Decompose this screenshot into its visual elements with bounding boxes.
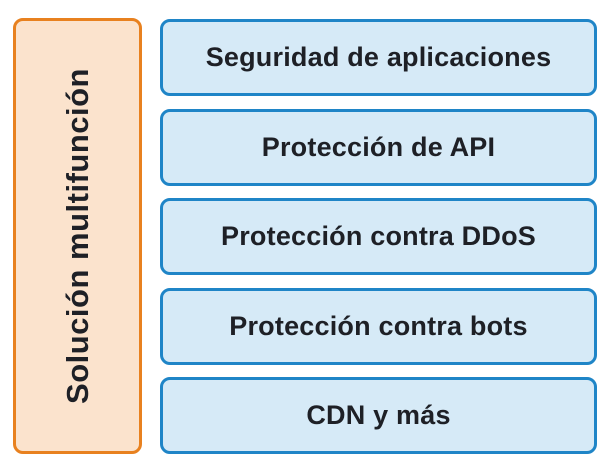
feature-label: Protección contra bots: [229, 310, 528, 341]
feature-list: Seguridad de aplicaciones Protección de …: [160, 19, 597, 454]
feature-box-app-security: Seguridad de aplicaciones: [160, 19, 597, 96]
feature-box-ddos-protection: Protección contra DDoS: [160, 198, 597, 275]
solution-group-label: Solución multifunción: [59, 68, 95, 404]
feature-box-cdn-and-more: CDN y más: [160, 377, 597, 454]
feature-box-bot-protection: Protección contra bots: [160, 287, 597, 365]
feature-label: CDN y más: [306, 400, 451, 430]
feature-label: Protección contra DDoS: [221, 221, 536, 251]
feature-label: Protección de API: [261, 131, 496, 162]
feature-label: Seguridad de aplicaciones: [205, 42, 552, 72]
solution-group-box: Solución multifunción: [13, 18, 142, 454]
feature-box-api-protection: Protección de API: [160, 108, 597, 186]
